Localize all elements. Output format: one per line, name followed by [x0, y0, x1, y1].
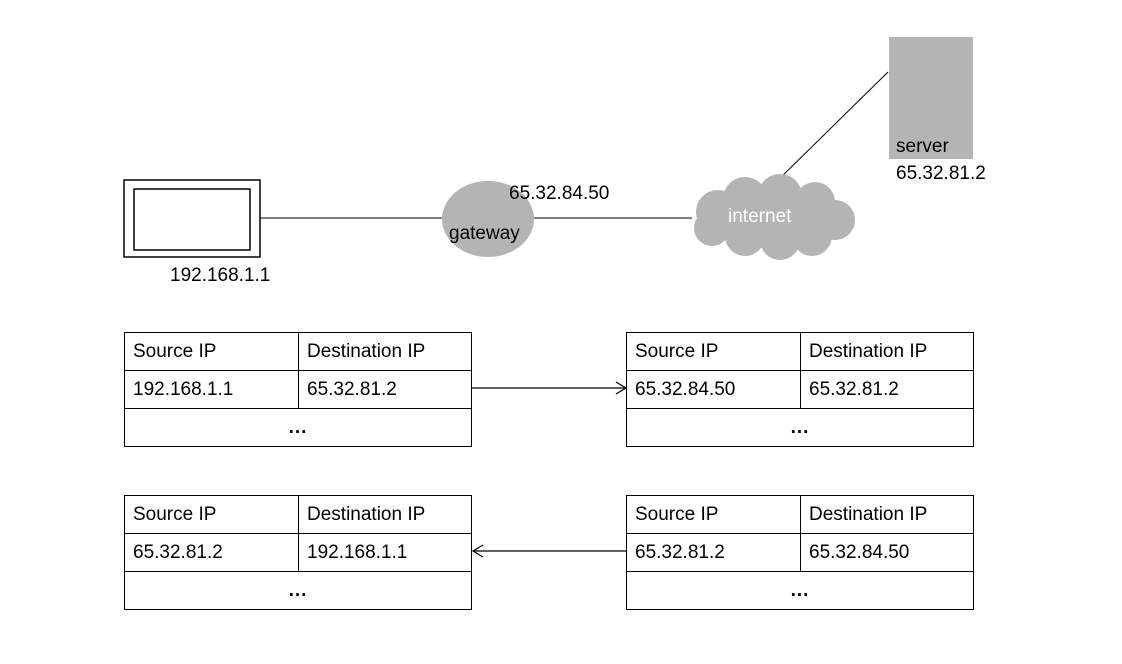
destination-ip-value: 192.168.1.1 [298, 533, 472, 572]
gateway-label: gateway [449, 223, 520, 244]
source-ip-value: 192.168.1.1 [124, 370, 299, 409]
packet-more-fields: ... [124, 571, 472, 610]
source-ip-value: 65.32.81.2 [124, 533, 299, 572]
internet-label: internet [728, 206, 792, 227]
header-destination-ip: Destination IP [800, 495, 974, 534]
packet-outbound-translated: Source IP Destination IP 65.32.84.50 65.… [626, 332, 974, 447]
packet-more-fields: ... [124, 408, 472, 447]
server-ip-label: 65.32.81.2 [896, 163, 986, 184]
server-icon [889, 37, 973, 159]
source-ip-value: 65.32.84.50 [626, 370, 801, 409]
internet-cloud-icon [694, 174, 855, 260]
header-destination-ip: Destination IP [298, 495, 472, 534]
link-internet-server [771, 71, 889, 187]
destination-ip-value: 65.32.81.2 [298, 370, 472, 409]
destination-ip-value: 65.32.81.2 [800, 370, 974, 409]
packet-inbound-translated: Source IP Destination IP 65.32.81.2 192.… [124, 495, 472, 610]
gateway-icon [442, 181, 534, 257]
header-source-ip: Source IP [626, 332, 801, 371]
packet-inbound-original: Source IP Destination IP 65.32.81.2 65.3… [626, 495, 974, 610]
packet-outbound-original: Source IP Destination IP 192.168.1.1 65.… [124, 332, 472, 447]
header-source-ip: Source IP [124, 495, 299, 534]
source-ip-value: 65.32.81.2 [626, 533, 801, 572]
packet-more-fields: ... [626, 408, 974, 447]
header-source-ip: Source IP [626, 495, 801, 534]
gateway-ip-label: 65.32.84.50 [509, 183, 610, 204]
header-destination-ip: Destination IP [298, 332, 472, 371]
destination-ip-value: 65.32.84.50 [800, 533, 974, 572]
computer-icon [123, 179, 261, 258]
packet-more-fields: ... [626, 571, 974, 610]
header-source-ip: Source IP [124, 332, 299, 371]
header-destination-ip: Destination IP [800, 332, 974, 371]
server-label: server [896, 136, 949, 157]
client-ip-label: 192.168.1.1 [170, 265, 271, 286]
